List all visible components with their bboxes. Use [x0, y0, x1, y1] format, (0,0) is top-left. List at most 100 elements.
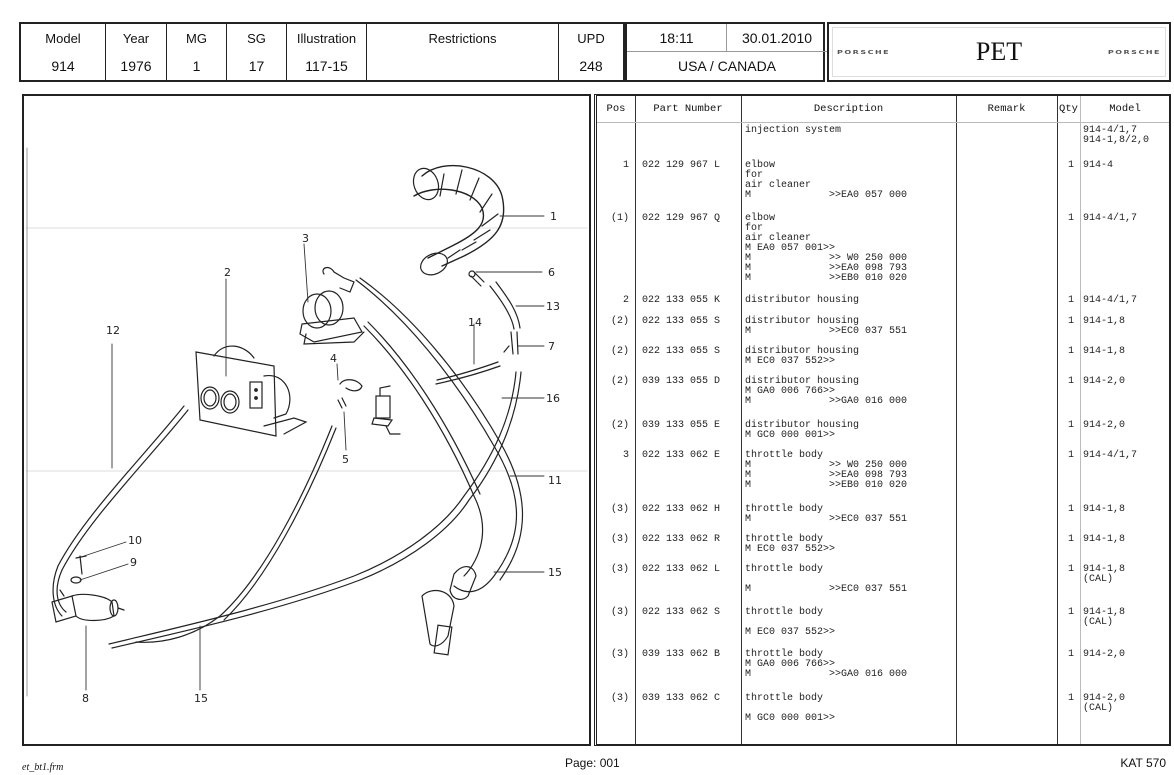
cell-model: 914-1,8 — [1083, 504, 1126, 515]
cell-description: throttle body M EC0 037 552>> — [745, 534, 836, 555]
callout-10[interactable]: 10 — [128, 534, 142, 547]
col-header-description[interactable]: Description — [813, 103, 884, 115]
cell-qty: 1 — [1067, 346, 1074, 357]
field-label: Illustration — [296, 30, 357, 46]
part-hose-16[interactable] — [108, 371, 522, 649]
part-small-pin[interactable] — [337, 397, 347, 409]
cell-description: elbow for air cleaner M EA0 057 001>> M … — [745, 213, 908, 284]
callout-3[interactable]: 3 — [302, 232, 309, 245]
cell-qty: 1 — [1067, 534, 1074, 545]
cell-pos: 2 — [622, 295, 629, 306]
cell-pos: 1 — [622, 160, 629, 171]
cell-part-number: 022 133 055 S — [642, 346, 721, 357]
exploded-view-illustration[interactable]: 1 2 3 4 5 6 7 8 9 10 11 12 13 14 15 15 1… — [22, 94, 591, 746]
callout-2[interactable]: 2 — [224, 266, 231, 279]
part-hose-15-right[interactable] — [363, 321, 484, 577]
part-t-connector[interactable] — [503, 331, 519, 355]
cell-model: 914-1,8 — [1083, 346, 1126, 357]
field-label: Restrictions — [428, 30, 497, 46]
cell-pos: (3) — [610, 693, 629, 704]
cell-qty: 1 — [1067, 420, 1074, 431]
part-hose-13[interactable] — [489, 281, 521, 330]
callout-15-left[interactable]: 15 — [194, 692, 208, 705]
porsche-logo-right: PORSCHE — [1107, 49, 1161, 55]
field-value: 914 — [51, 58, 75, 74]
callout-4[interactable]: 4 — [330, 352, 337, 365]
field-value — [367, 52, 558, 80]
header-field-illustration: Illustration 117-15 — [287, 24, 367, 80]
cell-pos: (3) — [610, 649, 629, 660]
cell-part-number: 022 133 062 H — [642, 504, 721, 515]
cell-qty: 1 — [1067, 504, 1074, 515]
col-header-pos[interactable]: Pos — [606, 103, 626, 115]
table-header: Pos Part Number Description Remark Qty M… — [597, 96, 1169, 123]
col-header-qty[interactable]: Qty — [1059, 103, 1078, 115]
field-label: Year — [122, 30, 150, 46]
cell-qty: 1 — [1067, 160, 1074, 171]
part-nipple[interactable] — [468, 270, 485, 287]
part-elbow[interactable] — [409, 164, 505, 279]
callout-1[interactable]: 1 — [550, 210, 557, 223]
cell-part-number: 022 129 967 L — [642, 160, 721, 171]
part-hose-12[interactable] — [52, 405, 189, 617]
callout-5[interactable]: 5 — [342, 453, 349, 466]
header-field-sg: SG 17 — [227, 24, 287, 80]
cell-pos: (3) — [610, 607, 629, 618]
part-bolt[interactable] — [75, 555, 87, 575]
cell-qty: 1 — [1067, 213, 1074, 224]
field-value: 17 — [248, 58, 265, 74]
part-hose-15-left[interactable] — [135, 425, 337, 643]
callout-12[interactable]: 12 — [106, 324, 120, 337]
cell-description: throttle body M >> W0 250 000 M >>EA0 09… — [745, 450, 908, 491]
cell-model: 914-1,8 — [1083, 534, 1126, 545]
callout-6[interactable]: 6 — [548, 266, 555, 279]
cell-description: distributor housing M GA0 006 766>> M >>… — [745, 376, 908, 407]
cell-description: elbow for air cleaner M >>EA0 057 000 — [745, 160, 908, 201]
callout-7[interactable]: 7 — [548, 340, 555, 353]
cell-qty: 1 — [1067, 316, 1074, 327]
cell-description: throttle body M EC0 037 552>> — [745, 607, 836, 638]
col-header-remark[interactable]: Remark — [987, 103, 1026, 115]
cell-description: throttle body M >>EC0 037 551 — [745, 504, 908, 525]
part-fuel-filter[interactable] — [51, 589, 125, 623]
callout-8[interactable]: 8 — [82, 692, 89, 705]
cell-model: 914-2,0 — [1083, 649, 1126, 660]
part-hose-11[interactable] — [355, 277, 523, 593]
part-washer[interactable] — [70, 576, 82, 584]
cell-part-number: 039 133 062 C — [642, 693, 721, 704]
header-field-restrictions: Restrictions — [367, 24, 559, 80]
callout-16[interactable]: 16 — [546, 392, 560, 405]
field-value: 117-15 — [305, 58, 348, 74]
part-small-elbow[interactable] — [339, 379, 363, 392]
part-throttle-body[interactable] — [299, 266, 365, 345]
header-region: USA / CANADA — [677, 58, 777, 74]
cell-model: 914-4/1,7 — [1083, 295, 1138, 306]
cell-description: distributor housing M EC0 037 552>> — [745, 346, 860, 367]
field-label: UPD — [577, 30, 605, 46]
part-distributor-housing[interactable] — [195, 345, 308, 437]
cell-part-number: 022 133 062 R — [642, 534, 721, 545]
cell-model: 914-4/1,7 — [1083, 450, 1138, 461]
app-title: PET — [975, 37, 1023, 66]
callout-14[interactable]: 14 — [468, 316, 482, 329]
part-valve[interactable] — [371, 385, 401, 435]
cell-description: throttle body M GC0 000 001>> — [745, 693, 836, 724]
callout-9[interactable]: 9 — [130, 556, 137, 569]
cell-pos: (3) — [610, 534, 629, 545]
part-hose-14[interactable] — [435, 361, 501, 385]
cell-pos: (3) — [610, 504, 629, 515]
callout-13[interactable]: 13 — [546, 300, 560, 313]
callout-15-right[interactable]: 15 — [548, 566, 562, 579]
col-header-part-number[interactable]: Part Number — [653, 103, 723, 115]
callout-11[interactable]: 11 — [548, 474, 562, 487]
footer-template-name: et_bt1.frm — [22, 762, 64, 773]
header-datetime-region: 18:11 30.01.2010 USA / CANADA — [625, 22, 827, 82]
header-field-mg: MG 1 — [167, 24, 227, 80]
field-label: Model — [45, 30, 81, 46]
part-injector-assembly[interactable] — [421, 566, 477, 656]
footer-catalog-id: KAT 570 — [1120, 756, 1166, 770]
cell-part-number: 022 133 055 K — [642, 295, 721, 306]
parts-table: Pos Part Number Description Remark Qty M… — [594, 94, 1171, 746]
cell-description: throttle body M GA0 006 766>> M >>GA0 01… — [745, 649, 908, 680]
col-header-model[interactable]: Model — [1109, 103, 1141, 115]
